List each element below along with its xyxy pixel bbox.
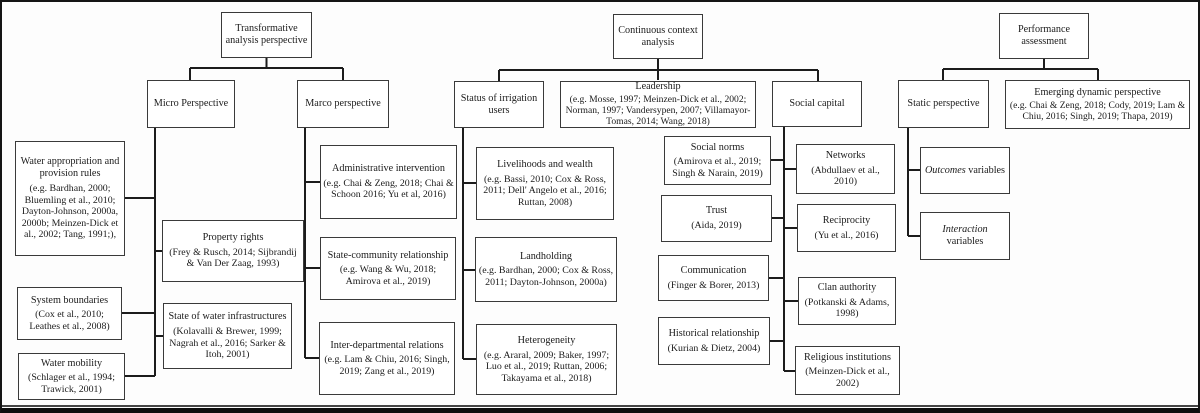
node-status-of-irrigation-users: Status of irrigation users [454, 81, 544, 128]
node-references: (e.g. Bardhan, 2000; Bluemling et al., 2… [21, 183, 119, 241]
node-title: Communication [680, 264, 747, 276]
node-system-boundaries: System boundaries (Cox et al., 2010; Lea… [17, 287, 122, 340]
node-references: (e.g. Chai & Zeng, 2018; Cody, 2019; Lam… [1009, 99, 1186, 122]
node-static-perspective: Static perspective [898, 80, 989, 128]
node-reciprocity: Reciprocity (Yu et al., 2016) [797, 204, 896, 252]
node-title: Networks [825, 150, 866, 162]
node-title: Transformative analysis perspective [225, 23, 308, 46]
node-title: Micro Perspective [153, 98, 229, 110]
node-title: State of water infrastructures [168, 311, 287, 323]
node-historical-relationship: Historical relationship (Kurian & Dietz,… [658, 317, 770, 365]
node-title: Marco perspective [305, 98, 381, 110]
node-references: (e.g. Mosse, 1997; Meinzen-Dick et al., … [565, 94, 751, 128]
node-references: (Abdullaev et al., 2010) [811, 164, 880, 188]
outcomes-rest: variables [965, 164, 1006, 176]
node-title: Status of irrigation users [460, 92, 538, 116]
node-title: Landholding [519, 250, 573, 262]
node-water-mobility: Water mobility (Schlager et al., 1994; T… [18, 353, 125, 400]
node-livelihoods-and-wealth: Livelihoods and wealth (e.g. Bassi, 2010… [476, 147, 614, 220]
node-religious-institutions: Religious institutions (Meinzen-Dick et … [795, 346, 900, 395]
outcomes-italic: Outcomes [924, 164, 966, 176]
node-water-appropriation-and-provision-rules: Water appropriation and provision rules … [15, 141, 125, 256]
node-emerging-dynamic-perspective: Emerging dynamic perspective (e.g. Chai … [1005, 80, 1190, 129]
node-state-of-water-infrastructures: State of water infrastructures (Kolavall… [163, 303, 292, 369]
node-title: Inter-departmental relations [330, 339, 444, 351]
node-state-community-relationship: State-community relationship (e.g. Wang … [320, 237, 456, 300]
node-landholding: Landholding (e.g. Bardhan, 2000; Cox & R… [475, 237, 617, 302]
node-title: Continuous context analysis [618, 24, 698, 48]
node-title: Interaction variables [923, 224, 1007, 248]
node-transformative-analysis-perspective: Transformative analysis perspective [221, 12, 312, 58]
node-social-norms: Social norms (Amirova et al., 2019; Sing… [664, 136, 771, 185]
node-heterogeneity: Heterogeneity (e.g. Araral, 2009; Baker,… [476, 324, 617, 395]
node-title: Outcomes variables [925, 165, 1005, 177]
node-references: (e.g. Chai & Zeng, 2018; Chai & Schoon 2… [323, 177, 454, 201]
node-references: (Kolavalli & Brewer, 1999; Nagrah et al.… [169, 326, 286, 361]
node-social-capital: Social capital [772, 81, 862, 127]
node-references: (Schlager et al., 1994; Trawick, 2001) [28, 372, 115, 395]
node-networks: Networks (Abdullaev et al., 2010) [796, 144, 895, 194]
interaction-italic: Interaction [942, 224, 988, 236]
node-title: Emerging dynamic perspective [1034, 86, 1161, 98]
node-title: Religious institutions [804, 351, 891, 363]
node-references: (Finger & Borer, 2013) [667, 279, 760, 291]
node-references: (e.g. Bardhan, 2000; Cox & Ross, 2011; D… [478, 265, 614, 288]
node-clan-authority: Clan authority (Potkanski & Adams, 1998) [798, 277, 896, 325]
node-trust: Trust (Aida, 2019) [661, 195, 772, 242]
bottom-rule [2, 405, 1198, 407]
node-references: (Yu et al., 2016) [814, 229, 879, 241]
node-leadership: Leadership (e.g. Mosse, 1997; Meinzen-Di… [560, 81, 756, 128]
node-references: (Potkanski & Adams, 1998) [804, 296, 890, 320]
node-references: (Aida, 2019) [691, 220, 742, 232]
node-administrative-intervention: Administrative intervention (e.g. Chai &… [320, 145, 457, 219]
interaction-rest: variables [946, 236, 984, 247]
node-references: (e.g. Wang & Wu, 2018; Amirova et al., 2… [339, 264, 437, 287]
node-performance-assessment: Performance assessment [999, 13, 1089, 59]
node-title: System boundaries [30, 294, 109, 306]
node-title: Water mobility [40, 357, 103, 369]
node-micro-perspective: Micro Perspective [147, 80, 235, 128]
node-title: Water appropriation and provision rules [20, 156, 120, 180]
node-references: (Meinzen-Dick et al., 2002) [805, 366, 890, 389]
node-references: (e.g. Lam & Chiu, 2016; Singh, 2019; Zan… [324, 354, 450, 377]
node-property-rights: Property rights (Frey & Rusch, 2014; Sij… [162, 220, 304, 282]
node-marco-perspective: Marco perspective [297, 80, 389, 128]
node-title: Static perspective [907, 98, 980, 110]
node-title: Livelihoods and wealth [497, 158, 593, 170]
node-references: (Amirova et al., 2019; Singh & Narain, 2… [672, 156, 763, 179]
node-inter-departmental-relations: Inter-departmental relations (e.g. Lam &… [319, 322, 455, 395]
node-title: Historical relationship [668, 327, 760, 339]
node-title: Performance assessment [1017, 24, 1071, 47]
node-communication: Communication (Finger & Borer, 2013) [658, 255, 769, 301]
node-interaction-variables: Interaction variables [920, 212, 1010, 260]
node-continuous-context-analysis: Continuous context analysis [613, 14, 703, 59]
node-references: (e.g. Araral, 2009; Baker, 1997; Luo et … [483, 349, 610, 384]
node-title: Administrative intervention [332, 163, 445, 175]
node-references: (Frey & Rusch, 2014; Sijbrandij & Van De… [169, 246, 297, 270]
node-references: (Kurian & Dietz, 2004) [667, 342, 761, 354]
node-title: Social norms [690, 141, 745, 153]
node-title: Reciprocity [822, 214, 871, 226]
node-title: Clan authority [817, 282, 877, 294]
node-title: Property rights [202, 232, 264, 244]
node-references: (Cox et al., 2010; Leathes et al., 2008) [29, 309, 110, 332]
node-title: State-community relationship [327, 249, 449, 261]
node-title: Trust [705, 205, 728, 217]
node-title: Social capital [789, 98, 845, 110]
node-outcomes-variables: Outcomes variables [920, 147, 1010, 194]
node-references: (e.g. Bassi, 2010; Cox & Ross, 2011; Del… [483, 173, 607, 208]
node-title: Leadership [635, 81, 681, 93]
node-title: Heterogeneity [517, 334, 576, 346]
